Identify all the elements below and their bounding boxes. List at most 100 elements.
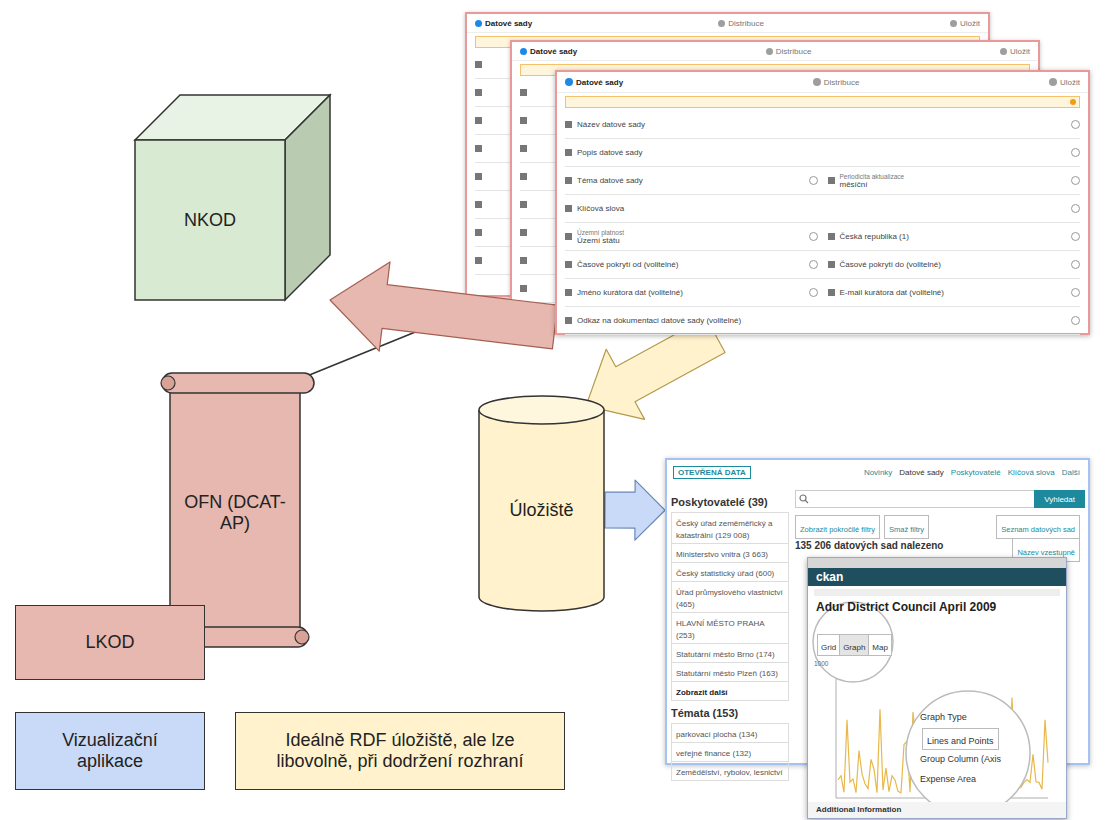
- ckan-header: [808, 568, 1066, 586]
- step-dot: [475, 20, 482, 27]
- filter-button: Smaž filtry: [884, 515, 929, 539]
- field-label: Časové pokrytí od (volitelné): [577, 260, 804, 269]
- button-label: Zobrazit pokročilé filtry: [800, 525, 875, 534]
- field-label: Klíčová slova: [577, 204, 1066, 213]
- filter-heading: Témata (153): [671, 707, 738, 719]
- form-field: Periodicita aktualizaceměsíční: [828, 173, 1081, 189]
- field-label: měsíční: [840, 180, 1067, 189]
- browser-chrome: [808, 558, 1066, 568]
- field-icon: [565, 121, 572, 128]
- field-icon: [520, 285, 527, 292]
- filter-heading-box: Témata (153): [671, 701, 789, 724]
- legend-swatch: Vizualizační aplikace: [15, 712, 205, 790]
- field-label: Téma datové sady: [577, 176, 804, 185]
- help-icon: [809, 232, 818, 241]
- field-icon: [828, 233, 835, 240]
- cylinder-body: [479, 410, 604, 611]
- option-label: Expense Area: [920, 774, 976, 784]
- nav-link: Poskytovatelé: [951, 468, 1001, 477]
- legend-label: Vizualizační aplikace: [30, 730, 190, 772]
- field-icon: [565, 205, 572, 212]
- nav-link: Klíčová slova: [1008, 468, 1055, 477]
- option-label: Lines and Points: [927, 736, 994, 746]
- form-header: Datové sady Distribuce Uložit: [467, 14, 988, 33]
- form-row: Odkaz na dokumentaci datové sady (volite…: [565, 307, 1080, 335]
- form-row: Časové pokrytí od (volitelné) Časové pokr…: [565, 251, 1080, 279]
- form-field: Popis datové sady: [565, 148, 1080, 157]
- field-icon: [475, 257, 482, 264]
- step-label: Distribuce: [728, 19, 764, 28]
- filter-item-label: Ministerstvo vnitra (3 663): [676, 550, 768, 559]
- field-icon: [565, 317, 572, 324]
- field-icon: [828, 289, 835, 296]
- step: Uložit: [1049, 78, 1080, 87]
- axis-value: 1000: [814, 660, 828, 667]
- step-label: Uložit: [1060, 78, 1080, 87]
- step-dot: [813, 78, 821, 86]
- field-icon: [520, 145, 527, 152]
- field-texts: Jméno kurátora dat (volitelné): [577, 288, 804, 297]
- site-logo: OTEVŘENÁ DATA: [673, 466, 751, 479]
- chart-axis: [836, 666, 837, 798]
- field-caption: Územní platnost: [577, 229, 804, 236]
- filter-item: Statutární město Brno (174): [671, 643, 789, 663]
- field-texts: Odkaz na dokumentaci datové sady (volite…: [577, 316, 1066, 325]
- field-icon: [565, 149, 572, 156]
- scroll-label-box: OFN (DCAT-AP): [170, 405, 300, 620]
- filter-item-label: Český úřad zeměměřický a katastrální (12…: [676, 519, 772, 540]
- view-tabs: GridGraphMap: [818, 634, 892, 656]
- field-icon: [828, 261, 835, 268]
- step-label: Datové sady: [485, 19, 532, 28]
- cube-front: [135, 140, 285, 300]
- help-icon: [1071, 316, 1080, 325]
- form-row: Téma datové sady Periodicita aktualizacem…: [565, 167, 1080, 195]
- form-row: Název datové sady: [565, 111, 1080, 139]
- option-box: Lines and Points: [922, 728, 999, 750]
- field-icon: [475, 201, 482, 208]
- filter-item-label: Úřad průmyslového vlastnictví (465): [676, 588, 783, 609]
- step-label: Distribuce: [776, 47, 812, 56]
- step: Datové sady: [565, 78, 623, 87]
- magnifier-lens: [813, 602, 893, 682]
- search-icon: [796, 491, 810, 507]
- field-label: Odkaz na dokumentaci datové sady (volite…: [577, 316, 1066, 325]
- form-field: Časové pokrytí do (volitelné): [828, 260, 1081, 269]
- step: Uložit: [1000, 47, 1030, 56]
- cube-shape: [135, 90, 330, 300]
- filter-item-label: Statutární město Plzeň (163): [676, 669, 778, 678]
- step-label: Uložit: [1010, 47, 1030, 56]
- nav-bar: NovinkyDatové sadyPoskytovateléKlíčová s…: [864, 468, 1080, 477]
- form-header: Datové sadyDistribuceUložit: [512, 42, 1038, 61]
- field-label: Název datové sady: [577, 120, 1066, 129]
- field-icon: [520, 257, 527, 264]
- filter-item-label: Zemědělství, rybolov, lesnictví: [676, 768, 783, 777]
- step: Uložit: [950, 19, 980, 28]
- step-label: Distribuce: [824, 78, 860, 87]
- step-dot: [565, 78, 573, 86]
- scroll-curl: [295, 630, 309, 644]
- field-texts: Časové pokrytí od (volitelné): [577, 260, 804, 269]
- ckan-logo: ckan: [816, 570, 843, 584]
- filter-item: Úřad průmyslového vlastnictví (465): [671, 581, 789, 613]
- option-label: Graph Type: [920, 712, 967, 722]
- step: Distribuce: [813, 78, 860, 87]
- form-field: Česká republika (1): [828, 232, 1081, 241]
- field-caption: Periodicita aktualizace: [840, 173, 1067, 180]
- search-box: Vyhledat: [795, 490, 1085, 508]
- form-field: Odkaz na dokumentaci datové sady (volite…: [565, 316, 1080, 325]
- filter-item: Český úřad zeměměřický a katastrální (12…: [671, 512, 789, 544]
- filter-item: Ministerstvo vnitra (3 663): [671, 543, 789, 563]
- help-icon: [809, 176, 818, 185]
- breadcrumb-bar: [814, 589, 1060, 596]
- help-icon: [1071, 204, 1080, 213]
- field-label: Popis datové sady: [577, 148, 1066, 157]
- step: Distribuce: [718, 19, 764, 28]
- scroll-curl: [161, 376, 175, 390]
- form-field: Územní platnostÚzemí státu: [565, 229, 818, 245]
- field-icon: [520, 229, 527, 236]
- form-field: Jméno kurátora dat (volitelné): [565, 288, 818, 297]
- field-icon: [565, 233, 572, 240]
- help-icon: [809, 260, 818, 269]
- step-label: Uložit: [960, 19, 980, 28]
